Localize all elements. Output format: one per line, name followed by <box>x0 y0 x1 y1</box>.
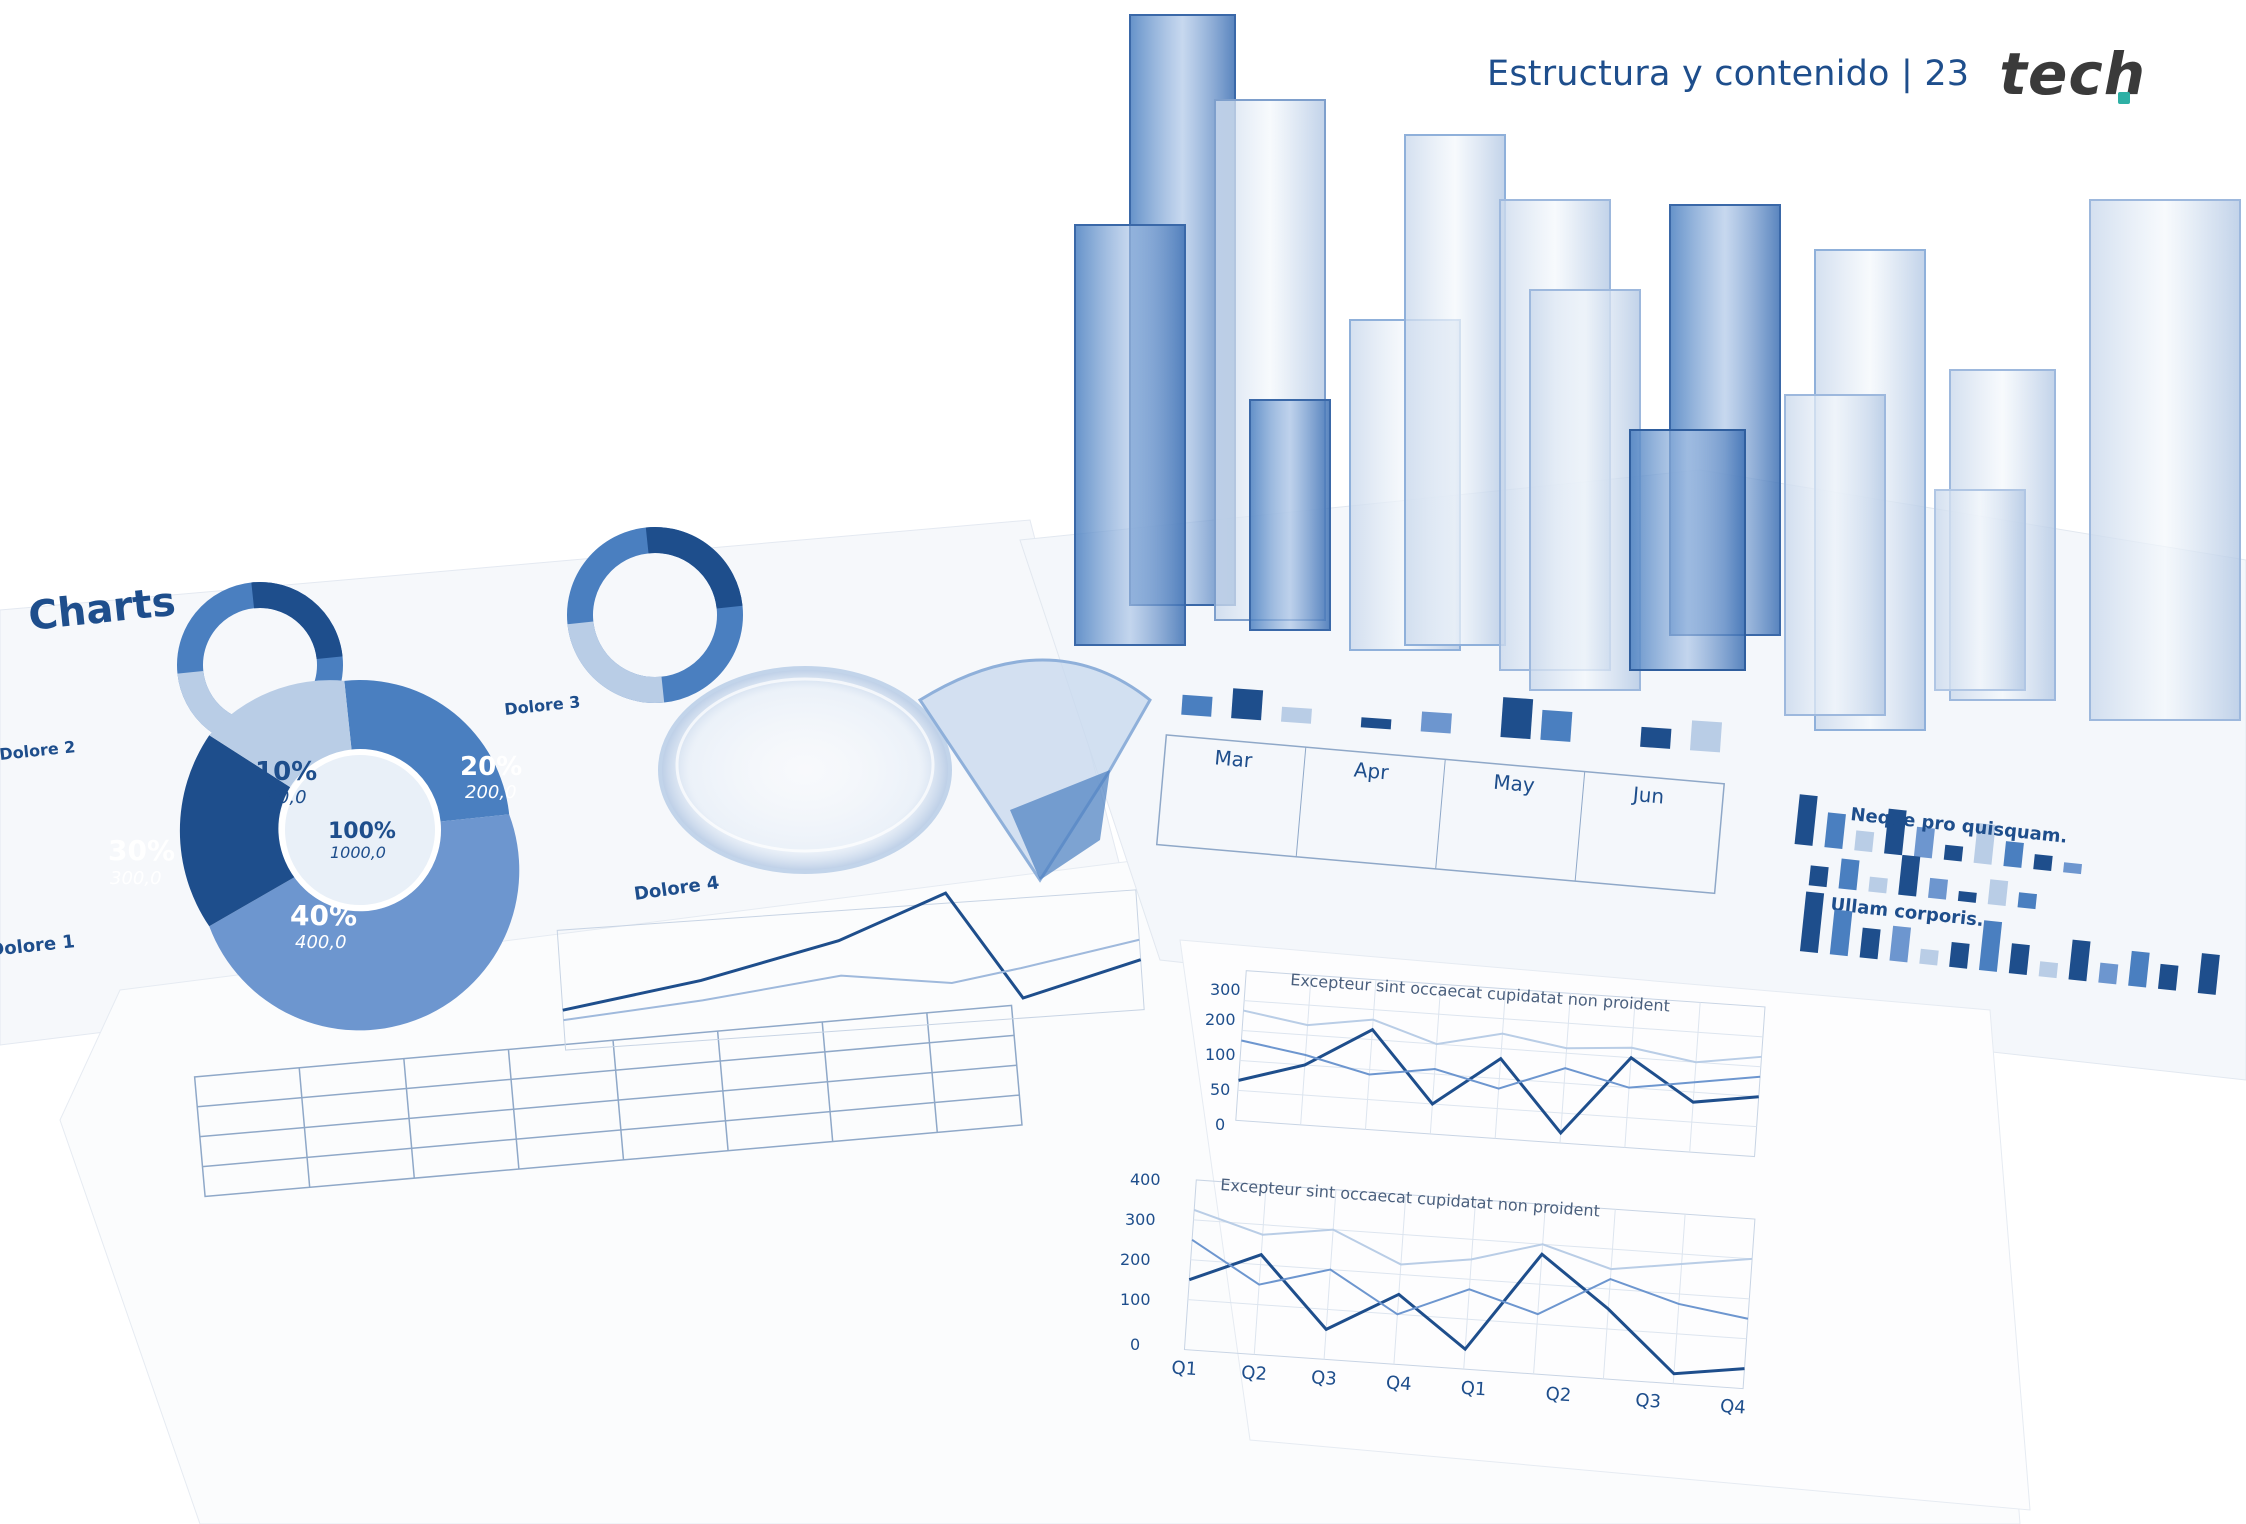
quarter-label: Q4 <box>1719 1396 1746 1419</box>
y-tick: 300 <box>1210 980 1241 999</box>
line-chart-top <box>1235 970 1766 1158</box>
flat-bar-chart-2 <box>1808 854 2037 910</box>
page-number: 23 <box>1924 54 1970 94</box>
tech-logo: tech <box>1999 40 2146 108</box>
donut-value-10: 100,0 <box>255 787 307 808</box>
donut-value-20: 200,0 <box>465 782 517 803</box>
month-header: May <box>1492 770 1535 798</box>
quarter-axis-labels: Q1 Q2 Q3 Q4 Q1 Q2 Q3 Q4 <box>1171 1357 1747 1418</box>
donut-label-100: 100% <box>328 819 396 844</box>
month-table: Mar Apr May Jun <box>1155 734 1726 895</box>
y-tick: 300 <box>1125 1210 1156 1229</box>
month-header: Apr <box>1353 757 1390 784</box>
quarter-label: Q4 <box>1385 1372 1412 1395</box>
flat-bar-chart-1 <box>1794 794 2083 875</box>
quarter-label: Q3 <box>1635 1390 1662 1413</box>
donut-value-40: 400,0 <box>295 932 347 953</box>
glass-bar-chart-3d <box>1074 14 2241 731</box>
y-tick: 100 <box>1205 1045 1236 1064</box>
logo-text-main: tec <box>1999 40 2104 108</box>
quarter-label: Q2 <box>1241 1362 1268 1385</box>
y-tick: 100 <box>1120 1290 1151 1309</box>
flat-bar-strip <box>1181 688 1723 753</box>
donut-label-40: 40% <box>290 899 357 932</box>
y-axis-ticks-bottom: 0 100 200 300 400 <box>1120 1170 1161 1354</box>
glass-lens <box>658 666 952 874</box>
glass-pie-slice <box>917 658 1152 883</box>
small-donut-2 <box>567 527 743 703</box>
month-header: Jun <box>1630 782 1665 809</box>
donut-label-10: 10% <box>255 757 317 787</box>
left-line-chart <box>556 889 1145 1051</box>
y-tick: 200 <box>1120 1250 1151 1269</box>
paper-sheet-bottom-right <box>1179 939 2031 1511</box>
donut-value-30: 300,0 <box>110 868 162 889</box>
quarter-label: Q3 <box>1310 1367 1337 1390</box>
section-header: Estructura y contenido | 23 <box>1487 54 1969 94</box>
y-tick: 50 <box>1210 1080 1230 1099</box>
y-axis-ticks-top: 0 50 100 200 300 <box>1205 980 1241 1134</box>
page-header: Estructura y contenido | 23 tech <box>1487 40 2146 108</box>
logo-text-end: h <box>2103 40 2146 108</box>
quarter-label: Q1 <box>1171 1357 1198 1380</box>
y-tick: 400 <box>1130 1170 1161 1189</box>
month-header: Mar <box>1214 745 1254 772</box>
section-title: Estructura y contenido <box>1487 54 1890 94</box>
flat-bar-chart-3 <box>1799 891 2220 995</box>
left-data-table <box>193 1004 1023 1198</box>
big-donut-chart <box>179 680 520 1031</box>
y-tick: 200 <box>1205 1010 1236 1029</box>
y-tick: 0 <box>1130 1335 1140 1354</box>
donut-value-100: 1000,0 <box>330 843 386 862</box>
donut-label-20: 20% <box>460 752 522 782</box>
line-chart-bottom <box>1183 1179 1756 1390</box>
header-separator: | <box>1900 54 1913 94</box>
donut-label-30: 30% <box>108 834 175 867</box>
quarter-label: Q2 <box>1545 1384 1572 1407</box>
quarter-label: Q1 <box>1460 1378 1487 1401</box>
y-tick: 0 <box>1215 1115 1225 1134</box>
